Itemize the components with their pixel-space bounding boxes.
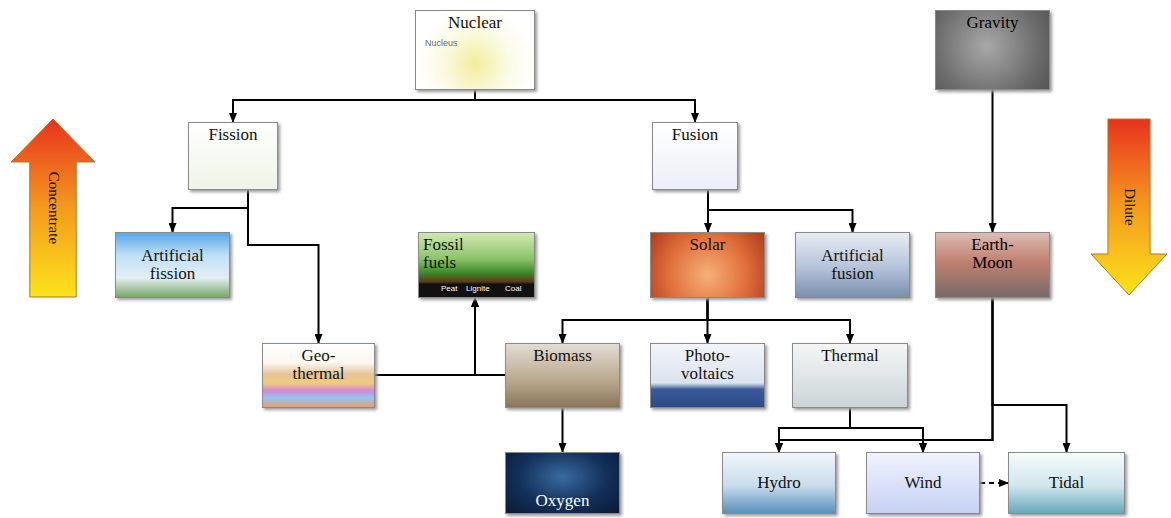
flow-arrow	[923, 298, 993, 452]
flow-arrow	[475, 298, 505, 375]
dilute-arrow: Dilute	[1090, 118, 1168, 296]
node-label: Artificial fusion	[813, 247, 893, 283]
image-caption: Coal	[505, 284, 521, 293]
node-label: Gravity	[967, 14, 1019, 32]
flow-arrow	[562, 408, 564, 452]
energy-type-box: Photo- voltaics	[650, 343, 765, 408]
concentrate-arrow: Concentrate	[10, 118, 96, 298]
energy-source-box: Nuclear	[415, 10, 535, 90]
flow-arrow	[708, 298, 851, 343]
energy-type-box: Biomass	[505, 343, 620, 408]
energy-type-box: Tidal	[1008, 452, 1125, 514]
node-label: Hydro	[757, 474, 800, 492]
image-caption: Nucleus	[425, 38, 458, 48]
flow-arrow	[475, 90, 695, 122]
node-label: Nuclear	[448, 14, 502, 32]
node-label: Earth- Moon	[962, 236, 1024, 272]
energy-type-box: Artificial fission	[115, 232, 230, 298]
flow-arrow	[173, 190, 249, 232]
image-caption: Peat	[441, 284, 457, 293]
flow-arrow	[993, 298, 1067, 452]
flow-arrow	[980, 482, 1008, 484]
node-label: Fusion	[672, 126, 718, 144]
flow-arrow	[563, 298, 708, 343]
node-label: Biomass	[533, 347, 592, 365]
flow-arrow	[233, 90, 475, 122]
flow-arrow	[779, 408, 850, 452]
flow-arrow	[779, 298, 993, 452]
arrow-label: Concentrate	[45, 172, 61, 244]
energy-type-box: Earth- Moon	[935, 232, 1050, 298]
process-box: Fission	[188, 122, 278, 190]
image-caption: Lignite	[466, 284, 490, 293]
node-label: Thermal	[821, 347, 879, 365]
flow-arrow	[708, 190, 853, 232]
energy-type-box: Artificial fusion	[795, 232, 910, 298]
node-label: Fossil fuels	[423, 236, 483, 272]
node-label: Artificial fission	[133, 247, 213, 283]
flow-arrow	[248, 190, 319, 343]
energy-type-box: Wind	[866, 452, 980, 514]
node-label: Oxygen	[536, 492, 590, 510]
energy-type-box: Solar	[650, 232, 765, 298]
energy-type-box: Geo- thermal	[262, 343, 375, 408]
energy-type-box: Thermal	[792, 343, 908, 408]
node-label: Fission	[208, 126, 257, 144]
process-box: Fusion	[652, 122, 738, 190]
energy-source-box: Gravity	[935, 10, 1050, 90]
node-label: Solar	[690, 236, 726, 254]
flow-arrow	[375, 298, 475, 375]
node-label: Geo- thermal	[284, 347, 354, 383]
flow-arrow	[992, 90, 994, 232]
node-label: Photo- voltaics	[673, 347, 743, 383]
node-label: Wind	[904, 474, 941, 492]
flow-arrow	[850, 408, 923, 452]
node-label: Tidal	[1049, 474, 1084, 492]
energy-type-box: Hydro	[722, 452, 836, 514]
arrow-label: Dilute	[1121, 188, 1137, 226]
energy-type-box: Oxygen	[505, 452, 620, 514]
